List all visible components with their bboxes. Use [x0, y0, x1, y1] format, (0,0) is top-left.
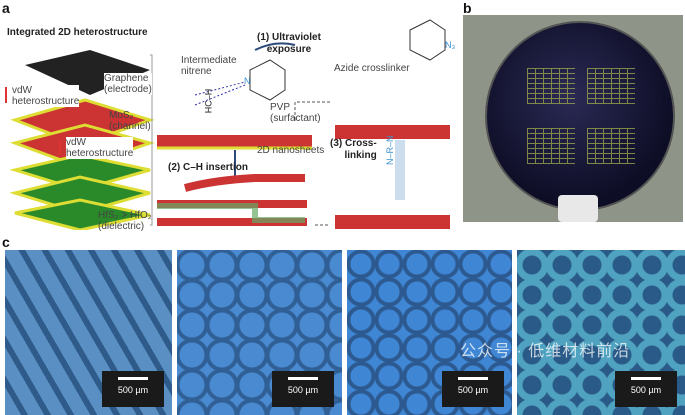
nitrene-interaction-line: [194, 81, 246, 96]
device-array: [587, 68, 635, 104]
mos2-label: MoS₂(channel): [109, 110, 151, 132]
heterostructure-title: Integrated 2D heterostructure: [7, 27, 148, 38]
chemistry-schematic: [157, 19, 450, 229]
graphene-layer: [25, 50, 150, 95]
graphene-label: Graphene(electrode): [104, 73, 152, 95]
scale-bar-1: 500 µm: [102, 371, 164, 407]
nitrene-ring: [249, 59, 286, 101]
conduction-path: [157, 203, 305, 223]
step-3-label: (3) Cross-linking: [330, 138, 377, 161]
panel-label-a: a: [2, 0, 10, 16]
crosslink-highlight: [395, 140, 405, 200]
pvp-label: PVP(surfactant): [270, 102, 321, 124]
crosslink-sheet-top: [335, 125, 450, 139]
micrograph-1: 500 µm: [5, 250, 172, 415]
n3-label: N₃: [445, 40, 456, 50]
nitrene-n-label: N: [244, 76, 251, 86]
wafer-disc: [485, 21, 675, 211]
step-2-label: (2) C–H insertion: [168, 162, 249, 173]
micrograph-3: 500 µm: [347, 250, 512, 415]
nitrene-interaction-line: [194, 84, 246, 106]
wafer-tweezer: [558, 195, 598, 222]
hch-label: HC–H: [203, 88, 214, 114]
aryl-azide-ring: [409, 19, 446, 61]
micrograph-4: 500 µm: [517, 250, 685, 415]
scale-bar-3: 500 µm: [442, 371, 504, 407]
nanosheet-1: [157, 135, 312, 147]
micrograph-2: 500 µm: [177, 250, 342, 415]
scale-bar-4: 500 µm: [615, 371, 677, 407]
hfs2-label: HfS₂ > HfO₂(dielectric): [98, 210, 152, 232]
crosslink-bond-label: N–R–N: [385, 135, 395, 165]
panel-label-b: b: [463, 0, 472, 16]
hfs2-layer-3: [14, 198, 151, 230]
crosslink-sheet-bottom: [335, 215, 450, 229]
device-array: [527, 128, 575, 164]
crosslinker-label: Azide crosslinker: [334, 63, 410, 74]
uv-arrow: [254, 42, 296, 51]
device-array: [527, 68, 575, 104]
nanosheet-stack: [157, 218, 307, 226]
panel-label-c: c: [2, 234, 10, 250]
layer-bracket: [150, 54, 153, 226]
device-array: [587, 128, 635, 164]
watermark: 公众号 · 低维材料前沿: [460, 343, 631, 360]
wafer-photo: [463, 15, 683, 222]
nanosheets-label: 2D nanosheets: [257, 145, 325, 156]
scale-bar-2: 500 µm: [272, 371, 334, 407]
